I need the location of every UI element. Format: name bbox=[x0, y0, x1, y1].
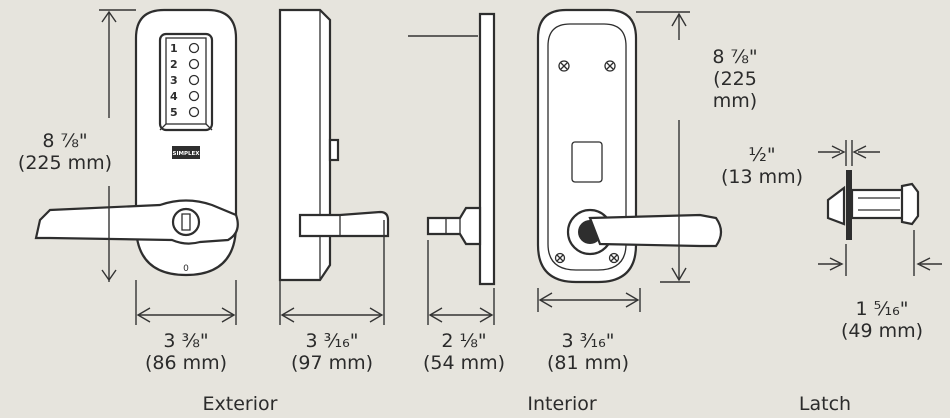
latch-offset-dimension bbox=[818, 140, 880, 166]
exterior-front-view: 1 2 3 4 5 SIMPLEX 0 bbox=[34, 8, 239, 277]
exterior-depth-inches: 3 ³⁄₁₆" bbox=[305, 330, 359, 352]
exterior-width-dimension bbox=[135, 280, 237, 325]
keypad-key-5: 5 bbox=[170, 106, 178, 119]
exterior-height-dimension bbox=[99, 9, 136, 282]
exterior-width-mm: (86 mm) bbox=[144, 352, 228, 374]
interior-height-mm-line2: mm) bbox=[712, 90, 758, 112]
exterior-height-label: 8 ⅞" (225 mm) bbox=[0, 130, 130, 174]
interior-depth-dimension bbox=[427, 240, 495, 325]
interior-front-view bbox=[536, 8, 723, 284]
latch-offset-mm: (13 mm) bbox=[720, 166, 804, 188]
interior-width-inches: 3 ³⁄₁₆" bbox=[561, 330, 615, 352]
interior-depth-inches: 2 ⅛" bbox=[441, 330, 487, 352]
interior-height-dimension bbox=[636, 11, 690, 283]
latch-length-label: 1 ⁵⁄₁₆" (49 mm) bbox=[822, 298, 942, 342]
keypad-key-2: 2 bbox=[170, 58, 178, 71]
brand-badge: SIMPLEX bbox=[172, 146, 200, 159]
latch-offset-label: ½" (13 mm) bbox=[712, 144, 812, 188]
interior-width-dimension bbox=[537, 288, 641, 312]
interior-height-label: 8 ⅞" (225 mm) bbox=[690, 46, 780, 112]
interior-height-mm-line1: (225 bbox=[713, 68, 757, 90]
keypad-key-3: 3 bbox=[170, 74, 178, 87]
caption-latch: Latch bbox=[798, 393, 852, 415]
latch-offset-inches: ½" bbox=[748, 144, 776, 166]
keypad-key-1: 1 bbox=[170, 42, 178, 55]
exterior-depth-label: 3 ³⁄₁₆" (97 mm) bbox=[272, 330, 392, 374]
exterior-height-mm: (225 mm) bbox=[17, 152, 113, 174]
interior-width-mm: (81 mm) bbox=[546, 352, 630, 374]
brand-badge-text: SIMPLEX bbox=[172, 151, 200, 157]
caption-exterior: Exterior bbox=[202, 393, 278, 415]
latch-length-dimension bbox=[818, 230, 942, 276]
latch-length-inches: 1 ⁵⁄₁₆" bbox=[855, 298, 909, 320]
exterior-side-view bbox=[278, 8, 390, 282]
interior-depth-mm: (54 mm) bbox=[422, 352, 506, 374]
interior-depth-label: 2 ⅛" (54 mm) bbox=[404, 330, 524, 374]
interior-side-view bbox=[408, 12, 496, 286]
latch-length-mm: (49 mm) bbox=[840, 320, 924, 342]
exterior-depth-dimension bbox=[279, 220, 385, 325]
latch-view bbox=[826, 170, 920, 240]
interior-width-label: 3 ³⁄₁₆" (81 mm) bbox=[528, 330, 648, 374]
interior-height-inches: 8 ⅞" bbox=[712, 46, 758, 68]
keypad-key-4: 4 bbox=[170, 90, 178, 103]
exterior-height-inches: 8 ⅞" bbox=[42, 130, 88, 152]
exterior-depth-mm: (97 mm) bbox=[290, 352, 374, 374]
keypad: 1 2 3 4 5 bbox=[170, 42, 200, 119]
cylinder-mark: 0 bbox=[183, 264, 189, 274]
exterior-width-inches: 3 ⅜" bbox=[163, 330, 209, 352]
exterior-width-label: 3 ⅜" (86 mm) bbox=[126, 330, 246, 374]
caption-interior: Interior bbox=[527, 393, 597, 415]
